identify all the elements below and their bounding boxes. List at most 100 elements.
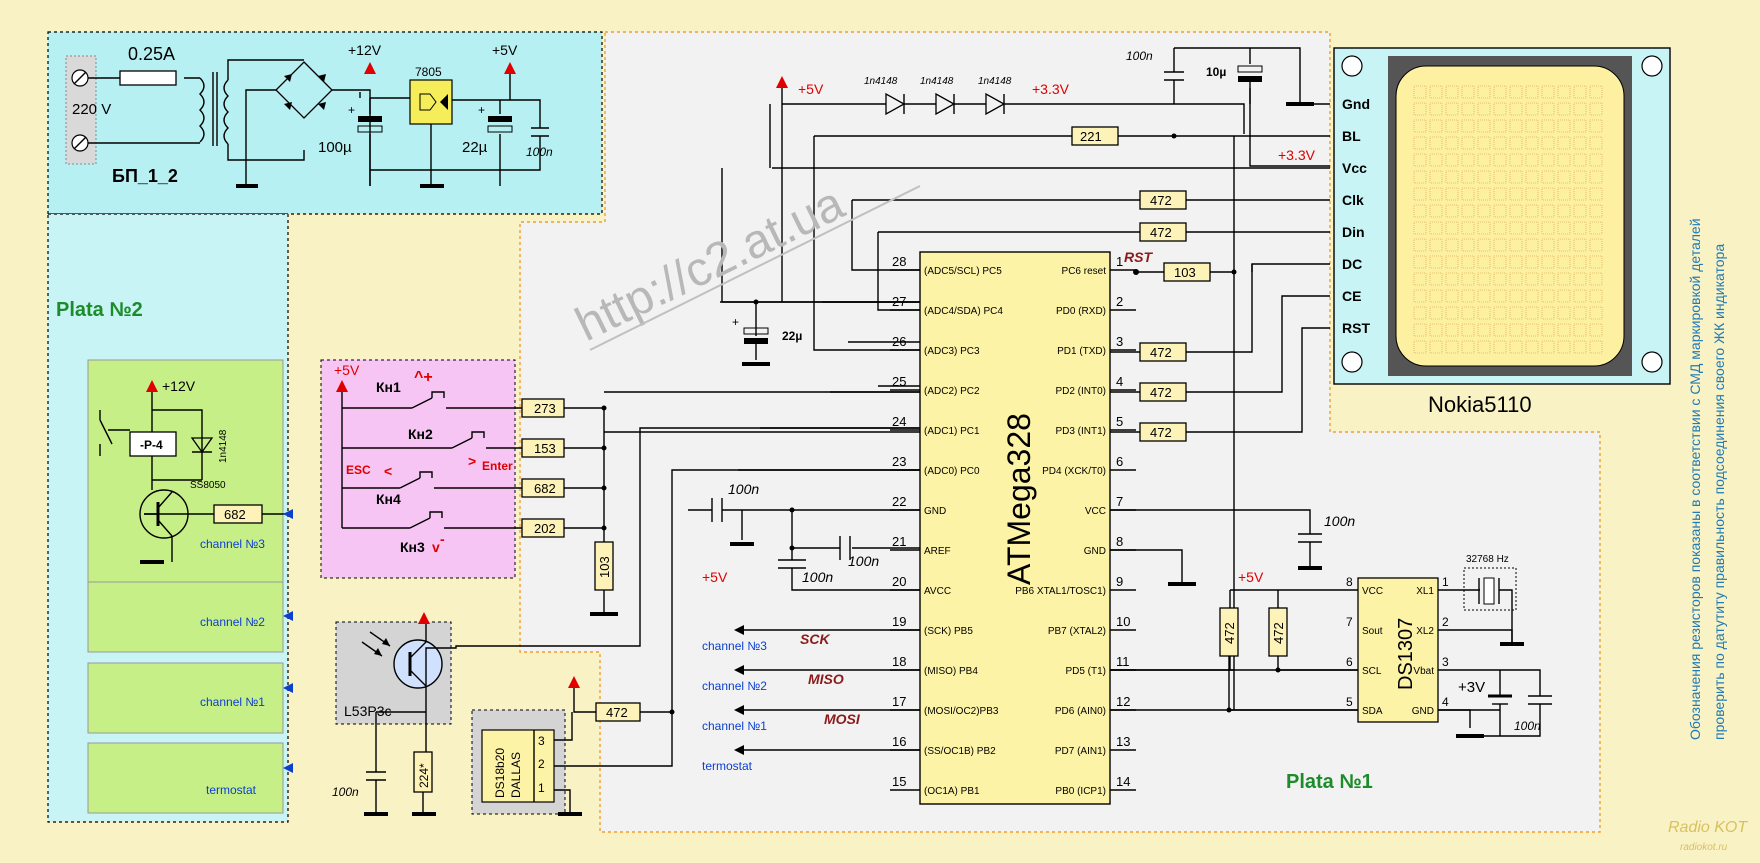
lcd-name: Nokia5110 bbox=[1428, 392, 1532, 417]
lcd-pixel-grid bbox=[1413, 85, 1603, 354]
mains-label: 220 V bbox=[72, 101, 111, 118]
lcd-pixel bbox=[1525, 136, 1539, 150]
lcd-pixel bbox=[1413, 153, 1427, 167]
reg-label: 7805 bbox=[415, 65, 442, 79]
lcd-pixel bbox=[1477, 289, 1491, 303]
dallas-section: DS18b20 DALLAS 3 2 1 472 bbox=[481, 469, 920, 816]
lcd-pixel bbox=[1573, 238, 1587, 252]
rtc-pin-name: SCL bbox=[1362, 666, 1382, 677]
sensor-cap-label: 100n bbox=[332, 785, 359, 799]
lcd-pixel bbox=[1557, 187, 1571, 201]
mcu-pin-num: 17 bbox=[892, 694, 906, 709]
lcd-pixel bbox=[1461, 85, 1475, 99]
mcu-chip bbox=[919, 251, 1111, 805]
mcu-pin-num: 19 bbox=[892, 614, 906, 629]
lcd-pixel bbox=[1525, 340, 1539, 354]
lcd-pixel bbox=[1557, 102, 1571, 116]
lcd-pixel bbox=[1461, 323, 1475, 337]
lcd-pixel bbox=[1429, 272, 1443, 286]
rst-label: RST bbox=[1124, 249, 1153, 265]
mcu-pin-num: 7 bbox=[1116, 494, 1123, 509]
lcd-pixel bbox=[1573, 323, 1587, 337]
lcd-pixel bbox=[1445, 102, 1459, 116]
lcd-pixel bbox=[1445, 323, 1459, 337]
lcd-pixel bbox=[1461, 102, 1475, 116]
lcd-pixel bbox=[1541, 119, 1555, 133]
lcd-pixel bbox=[1477, 238, 1491, 252]
keys-section: +5V Кн1 Кн2 Кн4 Кн3 ESC Enter ^+ > < v- … bbox=[334, 362, 618, 616]
d1-label: 1n4148 bbox=[864, 76, 898, 87]
d2-label: 1n4148 bbox=[920, 76, 954, 87]
mcu-ch3-label: channel №3 bbox=[702, 639, 767, 653]
c2-label: 22µ bbox=[462, 139, 488, 156]
esc-label: ESC bbox=[346, 463, 371, 477]
lcd-pixel bbox=[1525, 85, 1539, 99]
lcd-pixel bbox=[1541, 238, 1555, 252]
sensor-section: L53P3c 224* 100n bbox=[332, 427, 920, 816]
mcu-pin-name: (SS/OC1B) PB2 bbox=[924, 746, 996, 757]
rtc-chip bbox=[1357, 577, 1439, 723]
lcd-pixel bbox=[1589, 136, 1603, 150]
lcd-pixel bbox=[1445, 119, 1459, 133]
svg-text:<: < bbox=[384, 463, 392, 479]
lcd-pixel bbox=[1557, 238, 1571, 252]
lcd-pixel bbox=[1493, 153, 1507, 167]
k1-label: Кн1 bbox=[376, 379, 401, 395]
lcd-pixel bbox=[1493, 323, 1507, 337]
r5-label: 103 bbox=[597, 556, 612, 578]
psu-title: БП_1_2 bbox=[112, 166, 178, 186]
miso-label: MISO bbox=[808, 671, 844, 687]
lcd-pixel bbox=[1589, 221, 1603, 235]
cap-avcc-label: 100n bbox=[802, 569, 833, 585]
lcd-pixel bbox=[1509, 153, 1523, 167]
lcd-pixel bbox=[1573, 153, 1587, 167]
lcd-pixel bbox=[1413, 306, 1427, 320]
lcd-pixel bbox=[1429, 85, 1443, 99]
lcd-pixel bbox=[1477, 255, 1491, 269]
lcd-pixel bbox=[1509, 187, 1523, 201]
lcd-pixel bbox=[1493, 102, 1507, 116]
rtc-section: +5V 472 472 DS1307 VCC8Sout7SCL6SDA5XL11… bbox=[1219, 554, 1552, 738]
mcu-pin-name: PB6 XTAL1/TOSC1) bbox=[1015, 586, 1106, 597]
lcd-pixel bbox=[1557, 221, 1571, 235]
lcd-pixel bbox=[1589, 204, 1603, 218]
mcu-termostat-label: termostat bbox=[702, 759, 753, 773]
lcd-pixel bbox=[1525, 153, 1539, 167]
lcd-pixel bbox=[1477, 85, 1491, 99]
b2-ch2-label: channel №2 bbox=[200, 615, 265, 629]
mcu-pin-name: (ADC0) PC0 bbox=[924, 466, 980, 477]
mcu-pin-num: 15 bbox=[892, 774, 906, 789]
mcu-pin-num: 25 bbox=[892, 374, 906, 389]
module-channel1 bbox=[87, 662, 284, 734]
lcd-pixel bbox=[1493, 306, 1507, 320]
lcd-pixel bbox=[1509, 340, 1523, 354]
psu-section: 220 V 0.25A + 100µ +12V 7805 + 22µ +5V 1… bbox=[65, 42, 553, 188]
lcd-pixel bbox=[1525, 119, 1539, 133]
lcd-pixel bbox=[1461, 153, 1475, 167]
keys-panel bbox=[320, 359, 516, 579]
lcd-pixel bbox=[1541, 340, 1555, 354]
mcu-pin-name: PD1 (TXD) bbox=[1057, 346, 1106, 357]
d3-label: 1n4148 bbox=[978, 76, 1012, 87]
lcd-pixel bbox=[1429, 136, 1443, 150]
lcd-pixel bbox=[1477, 187, 1491, 201]
lcd-pixel bbox=[1413, 85, 1427, 99]
lcd-pixel bbox=[1429, 238, 1443, 252]
lcd-pixel bbox=[1573, 187, 1587, 201]
lcd-pixel bbox=[1445, 187, 1459, 201]
keys-v5-label: +5V bbox=[334, 362, 360, 378]
lcd-pixel bbox=[1573, 255, 1587, 269]
lcd-pixel bbox=[1509, 306, 1523, 320]
lcd-pixel bbox=[1445, 238, 1459, 252]
lcd-pixel bbox=[1541, 187, 1555, 201]
lcd-pixel bbox=[1493, 238, 1507, 252]
lcd-pixel bbox=[1445, 170, 1459, 184]
lcd-pixel bbox=[1573, 289, 1587, 303]
lcd-pixel bbox=[1413, 272, 1427, 286]
lcd-pixel bbox=[1573, 170, 1587, 184]
lcd-pixel bbox=[1477, 221, 1491, 235]
lcd-pixel bbox=[1509, 170, 1523, 184]
mcu-pin-name: (ADC5/SCL) PC5 bbox=[924, 266, 1002, 277]
mcu-pin-name: (ADC4/SDA) PC4 bbox=[924, 306, 1003, 317]
lcd-pixel bbox=[1541, 289, 1555, 303]
